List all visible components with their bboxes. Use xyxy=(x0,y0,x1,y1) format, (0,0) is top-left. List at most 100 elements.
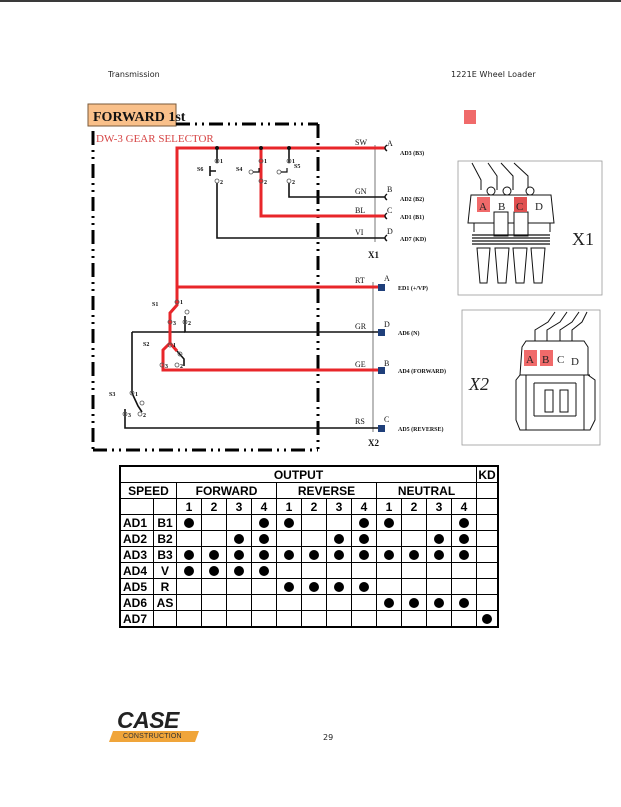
svg-text:GE: GE xyxy=(355,360,366,369)
svg-text:2: 2 xyxy=(292,180,295,186)
top-switch-terminals xyxy=(214,158,292,184)
svg-text:1: 1 xyxy=(173,343,176,349)
state-cell xyxy=(201,578,227,595)
active-dot xyxy=(409,598,419,609)
active-dot xyxy=(334,534,344,545)
bottom-switch-labels: S1 S2 S3 1 2 3 1 2 3 1 2 3 xyxy=(109,300,191,419)
state-cell xyxy=(376,546,402,563)
active-dot xyxy=(184,566,194,577)
output-code: AD3 xyxy=(119,546,154,563)
active-dot xyxy=(459,534,469,545)
valve-code: V xyxy=(153,562,177,579)
state-cell xyxy=(326,562,352,579)
state-cell xyxy=(426,530,452,547)
active-dot xyxy=(284,518,294,529)
state-cell xyxy=(226,610,252,628)
state-cell xyxy=(451,562,477,579)
output-header: OUTPUT xyxy=(119,465,477,483)
state-cell xyxy=(351,594,377,611)
active-dot xyxy=(334,550,344,561)
kd-cell xyxy=(476,610,499,628)
valve-code xyxy=(153,610,177,628)
diagram-title: FORWARD 1st xyxy=(93,110,186,125)
svg-text:C: C xyxy=(387,206,392,215)
switch-s5-icon xyxy=(281,168,288,173)
kd-cell xyxy=(476,594,499,611)
state-cell xyxy=(376,578,402,595)
kd-header: KD xyxy=(476,465,499,483)
kd-group-cell xyxy=(476,482,499,499)
gear-number: 1 xyxy=(276,498,302,515)
active-dot xyxy=(184,550,194,561)
empty-cell xyxy=(119,498,154,515)
svg-text:GR: GR xyxy=(355,322,367,331)
state-cell xyxy=(351,530,377,547)
state-cell xyxy=(451,514,477,531)
gear-number: 2 xyxy=(301,498,327,515)
state-cell xyxy=(276,594,302,611)
svg-text:2: 2 xyxy=(180,364,183,370)
bottom-switch-terminals xyxy=(122,299,190,417)
state-cell xyxy=(376,562,402,579)
state-cell xyxy=(251,594,277,611)
state-cell xyxy=(201,514,227,531)
active-dot xyxy=(309,550,319,561)
active-dot xyxy=(434,598,444,609)
svg-text:S4: S4 xyxy=(236,167,242,173)
state-cell xyxy=(326,610,352,628)
state-cell xyxy=(226,594,252,611)
svg-text:X2: X2 xyxy=(368,438,379,448)
state-cell xyxy=(276,610,302,628)
svg-text:D: D xyxy=(384,320,390,329)
x2-terminals xyxy=(378,284,385,432)
state-cell xyxy=(451,594,477,611)
table-row: AD7 xyxy=(119,610,499,628)
state-cell xyxy=(326,578,352,595)
connector-x1-label: X1 xyxy=(572,229,594,249)
wiring-diagram: FORWARD 1st DW-3 GEAR SELECTOR xyxy=(87,103,603,452)
empty-cell xyxy=(153,498,177,515)
active-dot xyxy=(284,582,294,593)
svg-text:A: A xyxy=(384,274,390,283)
state-cell xyxy=(326,514,352,531)
state-cell xyxy=(376,610,402,628)
output-code: AD6 xyxy=(119,594,154,611)
output-code: AD7 xyxy=(119,610,154,628)
state-cell xyxy=(426,594,452,611)
active-dot xyxy=(434,550,444,561)
gear-number: 4 xyxy=(451,498,477,515)
active-dot xyxy=(234,550,244,561)
gear-number: 2 xyxy=(401,498,427,515)
svg-text:1: 1 xyxy=(135,392,138,398)
svg-text:AD2 (B2): AD2 (B2) xyxy=(400,196,424,203)
state-cell xyxy=(451,578,477,595)
state-cell xyxy=(326,546,352,563)
state-cell xyxy=(276,562,302,579)
gear-number: 4 xyxy=(351,498,377,515)
svg-text:SW: SW xyxy=(355,138,367,147)
speed-header: SPEED xyxy=(119,482,177,499)
state-cell xyxy=(226,546,252,563)
active-dot xyxy=(259,550,269,561)
svg-text:C: C xyxy=(516,201,523,213)
active-dot xyxy=(359,518,369,529)
active-dot xyxy=(459,598,469,609)
svg-text:RT: RT xyxy=(355,276,365,285)
svg-text:2: 2 xyxy=(188,321,191,327)
svg-text:ED1 (+/VP): ED1 (+/VP) xyxy=(398,285,428,292)
state-cell xyxy=(176,530,202,547)
state-cell xyxy=(401,514,427,531)
x2-wire-labels: RT GR GE RS A D B C X2 xyxy=(355,274,390,448)
svg-text:C: C xyxy=(557,354,564,366)
svg-text:3: 3 xyxy=(165,364,168,370)
svg-text:X1: X1 xyxy=(368,250,379,260)
title-box xyxy=(87,103,177,127)
active-dot xyxy=(259,534,269,545)
junction-dots xyxy=(215,146,291,150)
state-cell xyxy=(201,562,227,579)
